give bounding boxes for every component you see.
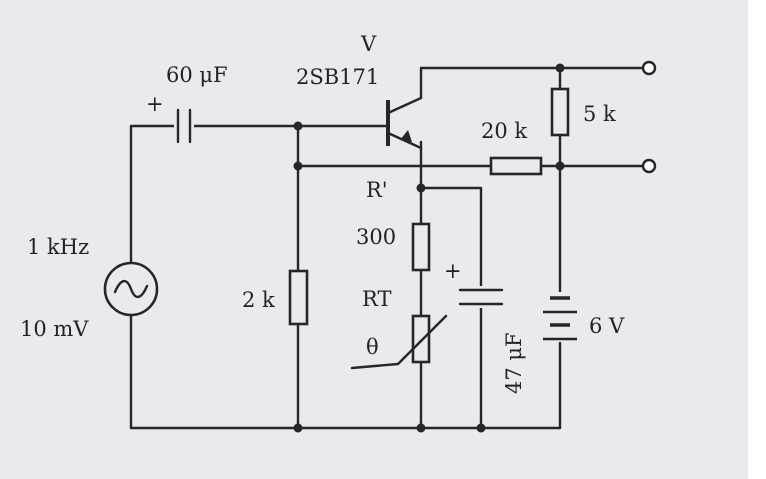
theta-label: θ (366, 335, 379, 359)
paper-background (0, 0, 748, 479)
emitter-resistor-label: 300 (356, 225, 396, 249)
resistor-300 (411, 222, 431, 272)
transistor-symbol (386, 96, 423, 150)
source-frequency-label: 1 kHz (27, 235, 89, 259)
resistors (288, 87, 570, 370)
base-resistor-label: 2 k (242, 288, 275, 312)
input-capacitor-plus: + (146, 92, 164, 116)
resistor-2k (288, 269, 309, 326)
transistor-model-label: 2SB171 (296, 65, 379, 89)
emitter-capacitor-symbol (458, 286, 504, 308)
resistor-20k (489, 156, 543, 176)
wire-source-to-cap (129, 124, 179, 264)
output-terminal-top[interactable] (641, 60, 657, 76)
resistor-5k (550, 87, 570, 137)
battery-symbol (540, 292, 580, 342)
source-voltage-label: 10 mV (20, 317, 89, 341)
emitter-node-label: R' (366, 178, 388, 202)
wire-emitter-cap (419, 186, 483, 430)
ac-source-symbol (103, 261, 159, 317)
feedback-resistor-label: 20 k (481, 119, 527, 143)
thermistor-arrow (350, 314, 448, 370)
input-capacitor-label: 60 μF (166, 63, 228, 87)
emitter-capacitor-label: 47 μF (502, 332, 526, 394)
thermistor-rt (411, 314, 431, 364)
transistor-ref-label: V (360, 32, 377, 56)
output-terminal-bottom[interactable] (641, 158, 657, 174)
collector-resistor-label: 5 k (583, 102, 616, 126)
thermistor-label: RT (362, 287, 391, 311)
junctions (293, 63, 565, 433)
wire-collector (419, 66, 647, 100)
emitter-capacitor-plus: + (444, 259, 462, 283)
input-capacitor (174, 108, 194, 144)
battery-label: 6 V (589, 314, 625, 338)
